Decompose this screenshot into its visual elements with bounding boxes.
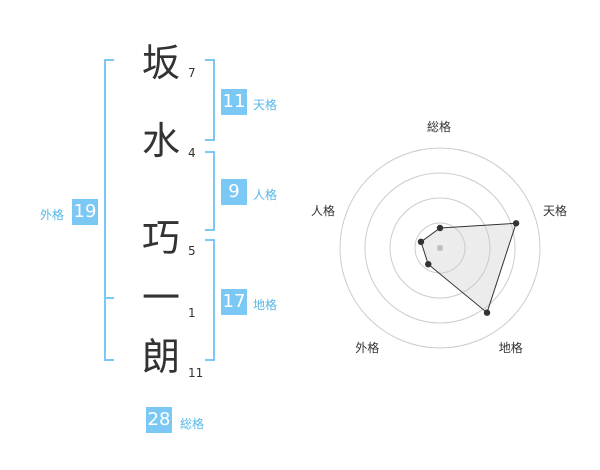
- stroke-count-2: 4: [188, 146, 196, 160]
- radar-ring-2: [389, 197, 491, 299]
- tenkaku-label: 天格: [253, 98, 278, 112]
- radar-axis-label-2: 天格: [543, 204, 568, 219]
- gaikaku-bracket-mid: [104, 297, 114, 299]
- name-char-1: 坂: [141, 41, 180, 85]
- jinkaku-value-badge: 9: [221, 179, 247, 205]
- radar-axis-label-3: 地格: [498, 340, 523, 355]
- chikaku-value-badge: 17: [221, 289, 247, 315]
- chikaku-bracket: [205, 239, 215, 361]
- jinkaku-label: 人格: [253, 188, 278, 202]
- radar-center: [437, 245, 443, 251]
- gaikaku-value-badge: 19: [72, 199, 98, 225]
- radar-point-2: [512, 220, 520, 227]
- stroke-count-3: 5: [188, 244, 196, 258]
- name-char-4: 一: [141, 276, 180, 320]
- radar-point-3: [483, 309, 491, 316]
- stroke-count-5: 11: [188, 366, 204, 380]
- gaikaku-bracket: [104, 59, 114, 361]
- radar-axis-label-4: 外格: [355, 340, 380, 355]
- soukaku-value-badge: 28: [146, 407, 172, 433]
- tenkaku-value-badge: 11: [221, 89, 247, 115]
- stroke-count-1: 7: [188, 66, 196, 80]
- radar-point-5: [417, 238, 425, 246]
- gaikaku-label: 外格: [40, 208, 65, 222]
- name-char-2: 水: [141, 119, 180, 163]
- name-char-5: 朗: [141, 335, 180, 379]
- tenkaku-bracket: [205, 59, 215, 141]
- chikaku-label: 地格: [253, 298, 278, 312]
- radar-ring-4: [339, 147, 541, 349]
- radar-polygon: [420, 222, 517, 314]
- radar-ring-1: [414, 222, 466, 274]
- stroke-count-4: 1: [188, 306, 196, 320]
- radar-point-1: [436, 224, 444, 232]
- jinkaku-bracket: [205, 151, 215, 231]
- radar-axis-label-5: 人格: [310, 204, 335, 219]
- name-char-3: 巧: [141, 216, 180, 260]
- radar-axis-label-1: 総格: [427, 120, 452, 134]
- radar-point-4: [425, 260, 432, 268]
- soukaku-label: 総格: [180, 417, 205, 431]
- radar-ring-3: [364, 172, 516, 324]
